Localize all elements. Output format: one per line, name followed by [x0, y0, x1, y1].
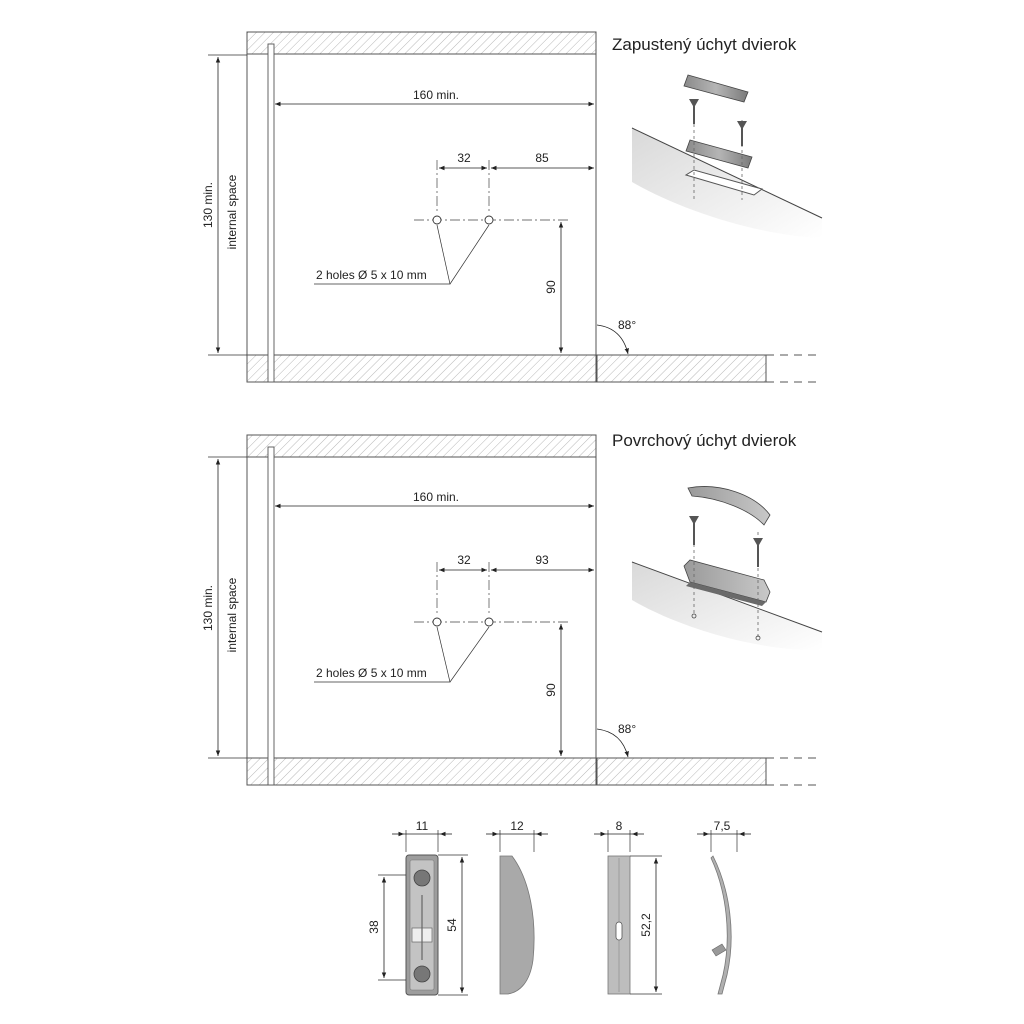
back-panel [267, 43, 275, 383]
screw-icon [689, 99, 699, 124]
recessed-handle-illustration [631, 74, 823, 238]
door-edge [631, 561, 823, 633]
diagram-surface-handle: 130 min. internal space 160 min. 32 93 2… [201, 431, 823, 786]
cabinet-top-panel [246, 31, 597, 55]
door-edge [631, 127, 823, 219]
part-surface-side-view: 12 [486, 819, 548, 995]
cabinet-bottom-panel [246, 757, 597, 786]
holes-label: 2 holes Ø 5 x 10 mm [316, 666, 427, 680]
part-clip-side-view: 7,5 [697, 819, 751, 995]
length-label: 54 [445, 918, 459, 932]
clip-slot [615, 921, 623, 941]
spring-clip-side [710, 855, 732, 995]
internal-space-label: internal space [225, 577, 239, 652]
angle-label: 88° [618, 318, 636, 332]
handle-base [685, 139, 753, 169]
holes-label: 2 holes Ø 5 x 10 mm [316, 268, 427, 282]
spacing-label: 32 [457, 151, 471, 165]
hole-marker [484, 617, 494, 627]
clip-tab [711, 943, 727, 957]
spacing-label: 32 [457, 553, 471, 567]
height-label: 130 min. [201, 585, 215, 631]
screw-hole [691, 613, 697, 619]
front-width-label: 11 [416, 819, 429, 833]
handle-cover [683, 74, 749, 103]
handle-cutout [684, 169, 764, 196]
diagram-title: Povrchový úchyt dvierok [612, 431, 797, 450]
surface-handle-side [499, 855, 535, 995]
mounting-hole [413, 869, 431, 887]
screw-hole [755, 635, 761, 641]
angle-label: 88° [618, 722, 636, 736]
screw-icon [689, 516, 699, 545]
screw-icon [753, 538, 763, 567]
hole-marker [432, 617, 442, 627]
handle-body-shadow [686, 582, 766, 606]
internal-space-label: internal space [225, 174, 239, 249]
cabinet-top-panel [246, 434, 597, 458]
vertical-label: 90 [544, 683, 558, 697]
width-label: 160 min. [413, 88, 459, 102]
side-width-label: 12 [510, 819, 524, 833]
clip-side-width-label: 7,5 [714, 819, 731, 833]
vertical-label: 90 [544, 280, 558, 294]
holes-leader-line [449, 224, 490, 285]
door-panel [596, 757, 767, 786]
offset-label: 85 [535, 151, 549, 165]
mounting-hole [413, 965, 431, 983]
part-recessed-front-view: 11 38 54 [367, 819, 468, 996]
part-clip-front-view: 8 52,2 [594, 819, 662, 995]
cabinet-outline [246, 434, 597, 786]
screw-icon [737, 121, 747, 146]
height-label: 130 min. [201, 182, 215, 228]
door-surface [632, 562, 822, 651]
handle-cover [687, 486, 771, 526]
door-panel [596, 354, 767, 383]
surface-handle-illustration [631, 486, 823, 651]
diagram-title: Zapustený úchyt dvierok [612, 35, 797, 54]
cabinet-outline [246, 31, 597, 383]
hole-marker [484, 215, 494, 225]
angle-arc [596, 728, 629, 758]
back-panel [267, 446, 275, 786]
hole-spacing-label: 38 [367, 920, 381, 934]
cabinet-bottom-panel [246, 354, 597, 383]
clip-length-label: 52,2 [639, 913, 653, 937]
width-label: 160 min. [413, 490, 459, 504]
hole-marker [432, 215, 442, 225]
clip-width-label: 8 [616, 819, 623, 833]
holes-leader-line [449, 626, 490, 683]
diagram-recessed-handle: 130 min. internal space 160 min. 32 85 2… [201, 31, 823, 383]
angle-arc [596, 324, 629, 355]
offset-label: 93 [535, 553, 549, 567]
